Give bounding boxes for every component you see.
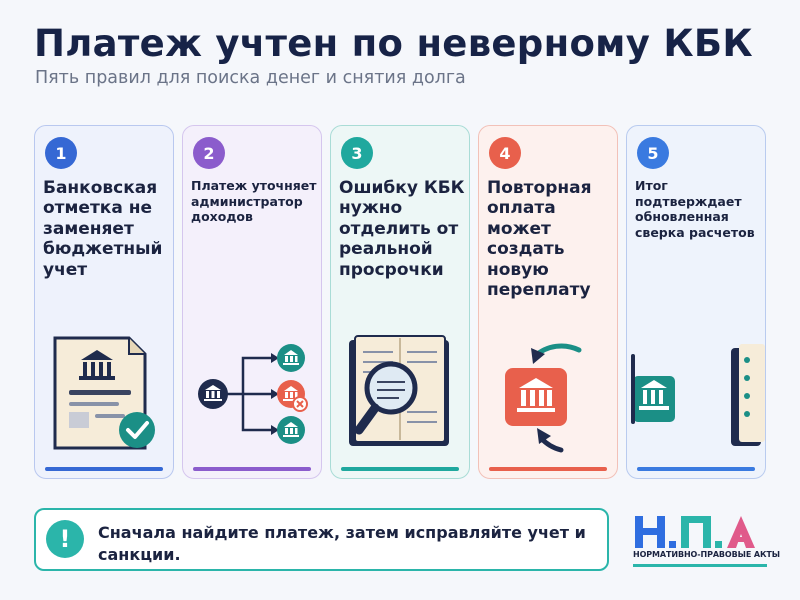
rule-number-badge: 1: [45, 137, 77, 169]
rule-card-1: 1 Банковская отметка не заменяет бюджетн…: [34, 125, 174, 479]
summary-text: Сначала найдите платеж, затем исправляйт…: [98, 523, 586, 564]
payment-routing-icon: [198, 344, 308, 444]
repeat-payment-cycle-icon: [505, 343, 582, 453]
rule-accent-bar: [193, 467, 311, 471]
logo-caption: НОРМАТИВНО-ПРАВОВЫЕ АКТЫ: [633, 550, 780, 559]
rule-text: Платеж уточняет администратор доходов: [191, 178, 317, 225]
rule-text: Повторная оплата может создать новую пер…: [487, 178, 592, 300]
npa-logo: НОРМАТИВНО-ПРАВОВЫЕ АКТЫ: [633, 510, 780, 570]
rule-card-5: 5 Итог подтверждает обновленная сверка р…: [626, 125, 766, 479]
magnifier-ledger-icon: [349, 335, 449, 446]
rule-accent-bar: [45, 467, 163, 471]
rule-accent-bar: [489, 467, 607, 471]
rule-card-4: 4 Повторная оплата может создать новую п…: [478, 125, 618, 479]
rule-text: Банковская отметка не заменяет бюджетный…: [43, 178, 163, 280]
rule-number-badge: 2: [193, 137, 225, 169]
bank-document-check-icon: [53, 336, 155, 450]
page-title: Платеж учтен по неверному КБК: [34, 22, 753, 65]
rule-number-badge: 3: [341, 137, 373, 169]
rule-card-3: 3 Ошибку КБК нужно отделить от реальной …: [330, 125, 470, 479]
summary-callout: ! Сначала найдите платеж, затем исправля…: [34, 508, 609, 571]
rule-number-badge: 4: [489, 137, 521, 169]
rule-card-2: 2 Платеж уточняет администратор доходов: [182, 125, 322, 479]
rule-text: Ошибку КБК нужно отделить от реальной пр…: [339, 178, 465, 280]
page-subtitle: Пять правил для поиска денег и снятия до…: [35, 68, 466, 88]
npa-logo-mark: [635, 516, 755, 548]
exclamation-icon: !: [46, 520, 84, 558]
rule-accent-bar: [341, 467, 459, 471]
rule-text: Итог подтверждает обновленная сверка рас…: [635, 178, 755, 240]
reconciliation-report-icon: [631, 344, 765, 446]
rule-number-badge: 5: [637, 137, 669, 169]
rule-accent-bar: [637, 467, 755, 471]
logo-underline: [633, 564, 767, 567]
